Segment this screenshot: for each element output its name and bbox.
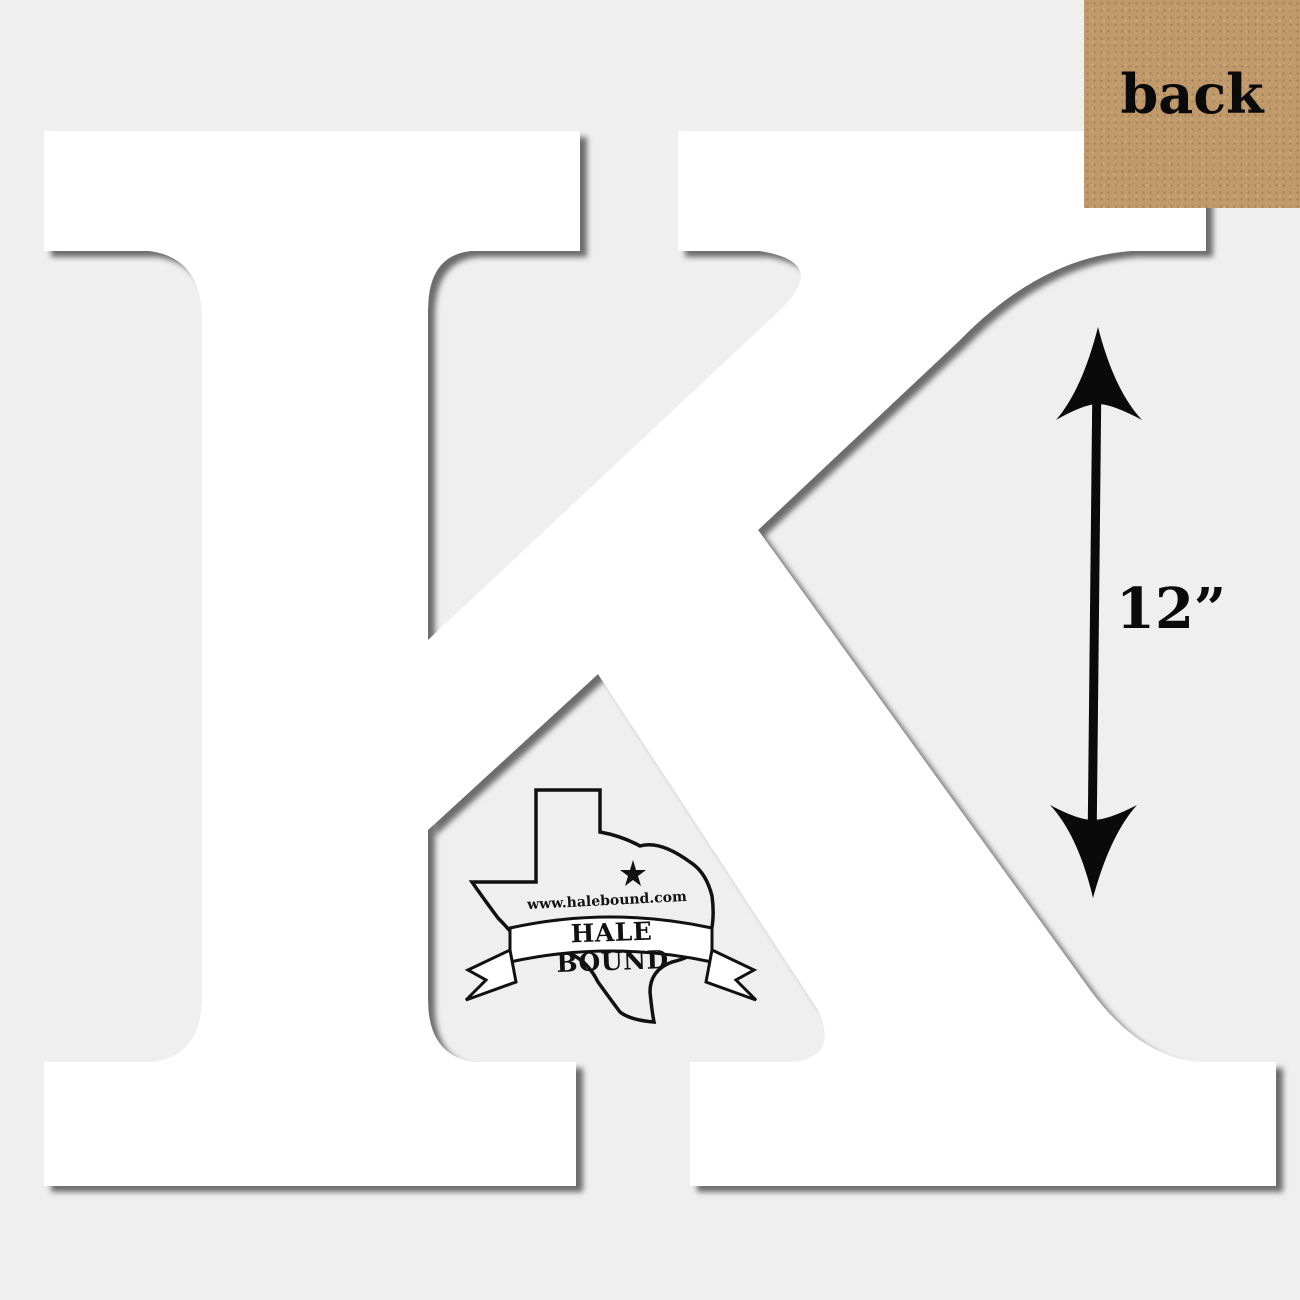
dimension-label: 12” [1116,576,1227,642]
logo-brand-text: HALE BOUND [555,916,670,978]
double-headed-arrow-icon [1050,327,1142,898]
back-label: back [1120,62,1264,126]
letter-k-stem [44,131,580,1186]
star-icon [620,860,646,886]
hale-bound-logo [464,788,758,1024]
letter-k-arm [428,131,1276,1186]
kraft-back-swatch [1084,0,1300,208]
